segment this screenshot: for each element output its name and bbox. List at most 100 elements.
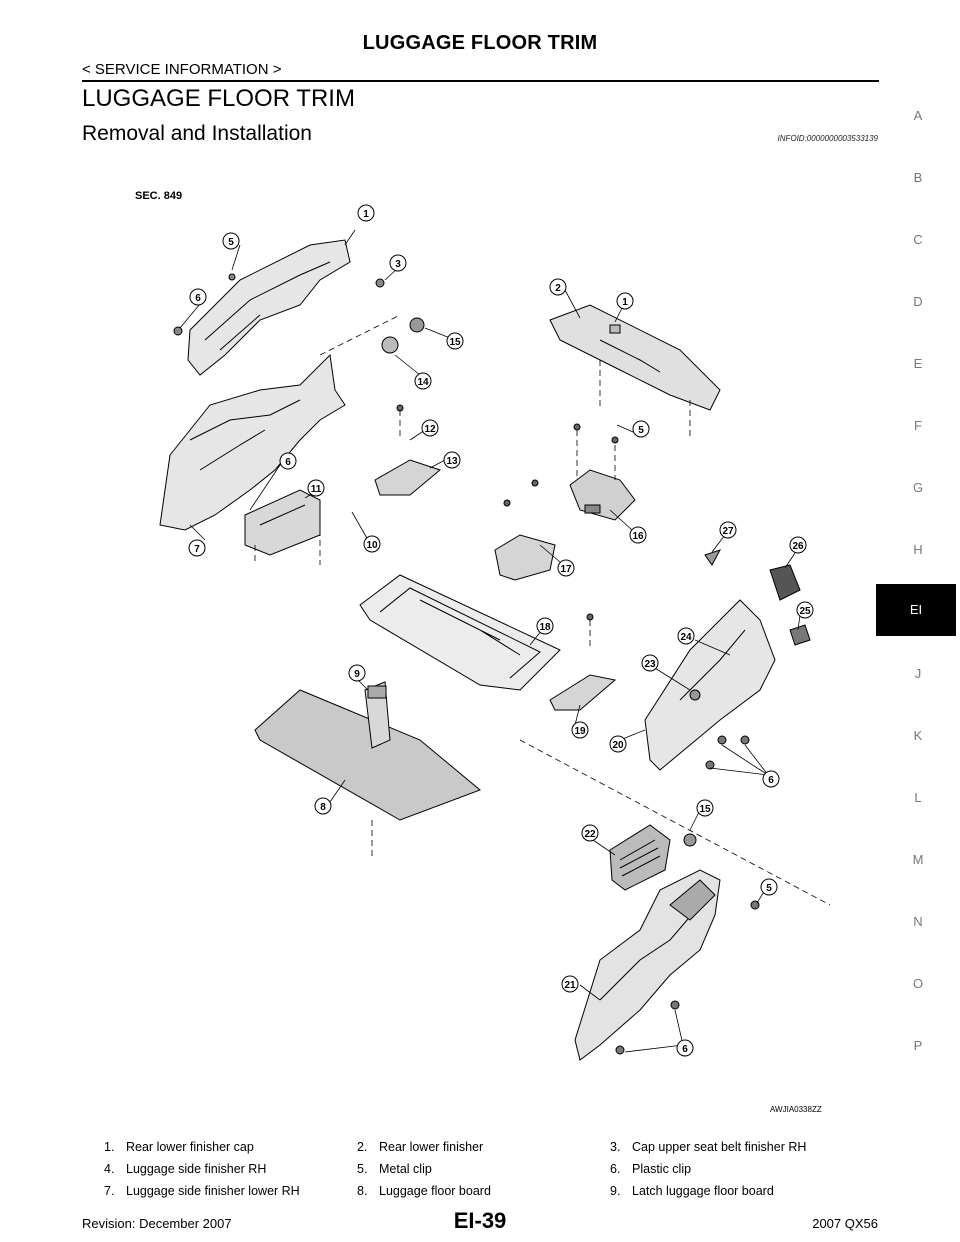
part-27-shape (704, 549, 722, 566)
footer-page-number: EI-39 (453, 1208, 507, 1233)
svg-text:15: 15 (699, 804, 711, 815)
legend-row: 4.Luggage side finisher RH 5.Metal clip … (104, 1158, 864, 1180)
callout-2: 2 (549, 278, 567, 296)
svg-text:21: 21 (564, 980, 576, 991)
callout-18: 18 (536, 617, 554, 635)
legend-item: 6.Plastic clip (610, 1162, 692, 1176)
part-13-shape (374, 459, 442, 496)
side-index-h[interactable]: H (913, 542, 923, 557)
part-20-shape (644, 599, 776, 771)
legend-item: 7.Luggage side finisher lower RH (104, 1184, 300, 1198)
figure-code: AWJIA0338ZZ (770, 1105, 822, 1114)
svg-text:6: 6 (682, 1044, 688, 1055)
callout-20: 20 (609, 735, 627, 753)
callout-15a: 15 (446, 332, 464, 350)
diagram-section-label: SEC. 849 (135, 190, 183, 202)
svg-text:11: 11 (311, 484, 322, 495)
svg-text:5: 5 (228, 237, 234, 248)
callout-25: 25 (796, 601, 814, 619)
svg-text:6: 6 (285, 457, 291, 468)
part-7-shape (159, 353, 346, 531)
svg-text:14: 14 (417, 377, 429, 388)
side-index-m[interactable]: M (912, 852, 924, 867)
svg-text:13: 13 (446, 456, 458, 467)
svg-text:15: 15 (449, 337, 461, 348)
callout-22: 22 (581, 824, 599, 842)
footer-revision: Revision: December 2007 (82, 1216, 232, 1231)
side-index: A B C D E F G H EI J K L M N O P (876, 0, 960, 1242)
svg-text:1: 1 (622, 297, 628, 308)
page-header-title: LUGGAGE FLOOR TRIM (362, 32, 598, 54)
legend-row: 1.Rear lower finisher cap 2.Rear lower f… (104, 1136, 864, 1158)
part-26-shape (769, 564, 801, 601)
legend-item: 3.Cap upper seat belt finisher RH (610, 1140, 807, 1154)
legend-item: 1.Rear lower finisher cap (104, 1140, 254, 1154)
part-16-shape (569, 469, 636, 521)
svg-text:5: 5 (766, 883, 772, 894)
callout-12: 12 (421, 419, 439, 437)
callout-6c: 6 (762, 770, 780, 788)
callout-19: 19 (571, 721, 589, 739)
callout-21: 21 (561, 975, 579, 993)
callout-1: 1 (616, 292, 634, 310)
svg-text:6: 6 (195, 293, 201, 304)
parts-legend: 1.Rear lower finisher cap 2.Rear lower f… (104, 1136, 864, 1202)
callout-14: 14 (414, 372, 432, 390)
side-index-f[interactable]: F (914, 418, 922, 433)
svg-text:5: 5 (638, 425, 644, 436)
svg-text:23: 23 (644, 659, 656, 670)
part-18-shape (359, 574, 561, 691)
side-index-b[interactable]: B (913, 170, 923, 185)
svg-text:9: 9 (354, 669, 360, 680)
side-index-d[interactable]: D (913, 294, 923, 309)
callout-6b: 6 (279, 452, 297, 470)
legend-row: 7.Luggage side finisher lower RH 8.Lugga… (104, 1180, 864, 1202)
part-17-shape (494, 534, 556, 581)
svg-text:6: 6 (768, 775, 774, 786)
svg-text:17: 17 (560, 564, 572, 575)
callout-8: 8 (314, 797, 332, 815)
svg-text:19: 19 (574, 726, 586, 737)
section-title: LUGGAGE FLOOR TRIM (82, 85, 355, 112)
side-index-c[interactable]: C (913, 232, 923, 247)
callout-5a: 5 (222, 232, 240, 250)
callout-5c: 5 (760, 878, 778, 896)
callout-27: 27 (719, 521, 737, 539)
side-index-n[interactable]: N (913, 914, 923, 929)
callout-26: 26 (789, 536, 807, 554)
callout-5b: 5 (632, 420, 650, 438)
callout-15b: 15 (696, 799, 714, 817)
svg-text:18: 18 (539, 622, 551, 633)
svg-text:10: 10 (366, 540, 378, 551)
callout-9: 9 (348, 664, 366, 682)
callout-24: 24 (677, 627, 695, 645)
callout-4: 1 (357, 204, 375, 222)
side-index-ei-active[interactable]: EI (876, 584, 956, 636)
part-8-shape (254, 689, 481, 821)
callout-17: 17 (557, 559, 575, 577)
side-index-a[interactable]: A (913, 108, 923, 123)
svg-text:26: 26 (792, 541, 804, 552)
callout-11: 11 (307, 479, 325, 497)
side-index-k[interactable]: K (913, 728, 923, 743)
callout-23: 23 (641, 654, 659, 672)
svg-text:16: 16 (632, 531, 644, 542)
legend-item: 9.Latch luggage floor board (610, 1184, 774, 1198)
part-19-shape (549, 674, 617, 711)
callout-6d: 6 (676, 1039, 694, 1057)
side-index-g[interactable]: G (912, 480, 924, 495)
svg-text:2: 2 (555, 283, 561, 294)
side-index-p[interactable]: P (913, 1038, 923, 1053)
side-index-o[interactable]: O (912, 976, 924, 991)
side-index-l[interactable]: L (914, 790, 922, 805)
callout-13: 13 (443, 451, 461, 469)
svg-text:8: 8 (320, 802, 326, 813)
header-divider (82, 80, 879, 82)
side-index-j[interactable]: J (914, 666, 922, 681)
page-header-subtitle: < SERVICE INFORMATION > (82, 61, 282, 78)
exploded-parts-diagram: 1 5 3 6 2 1 15 14 12 13 5 6 11 10 7 16 1… (159, 204, 831, 1061)
svg-text:20: 20 (612, 740, 624, 751)
svg-text:3: 3 (395, 259, 401, 270)
legend-item: 5.Metal clip (357, 1162, 432, 1176)
side-index-e[interactable]: E (913, 356, 923, 371)
